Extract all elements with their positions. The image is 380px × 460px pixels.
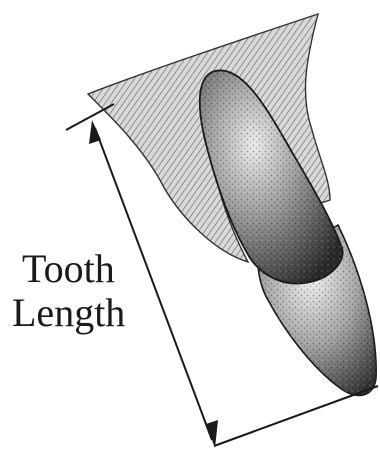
top-reference-line xyxy=(66,104,114,130)
length-arrow-head-top xyxy=(89,120,101,144)
bottom-reference-line xyxy=(214,386,378,446)
label-tooth: Tooth xyxy=(22,246,115,291)
label-length: Length xyxy=(12,290,125,335)
length-arrow-head-bottom xyxy=(206,420,218,448)
